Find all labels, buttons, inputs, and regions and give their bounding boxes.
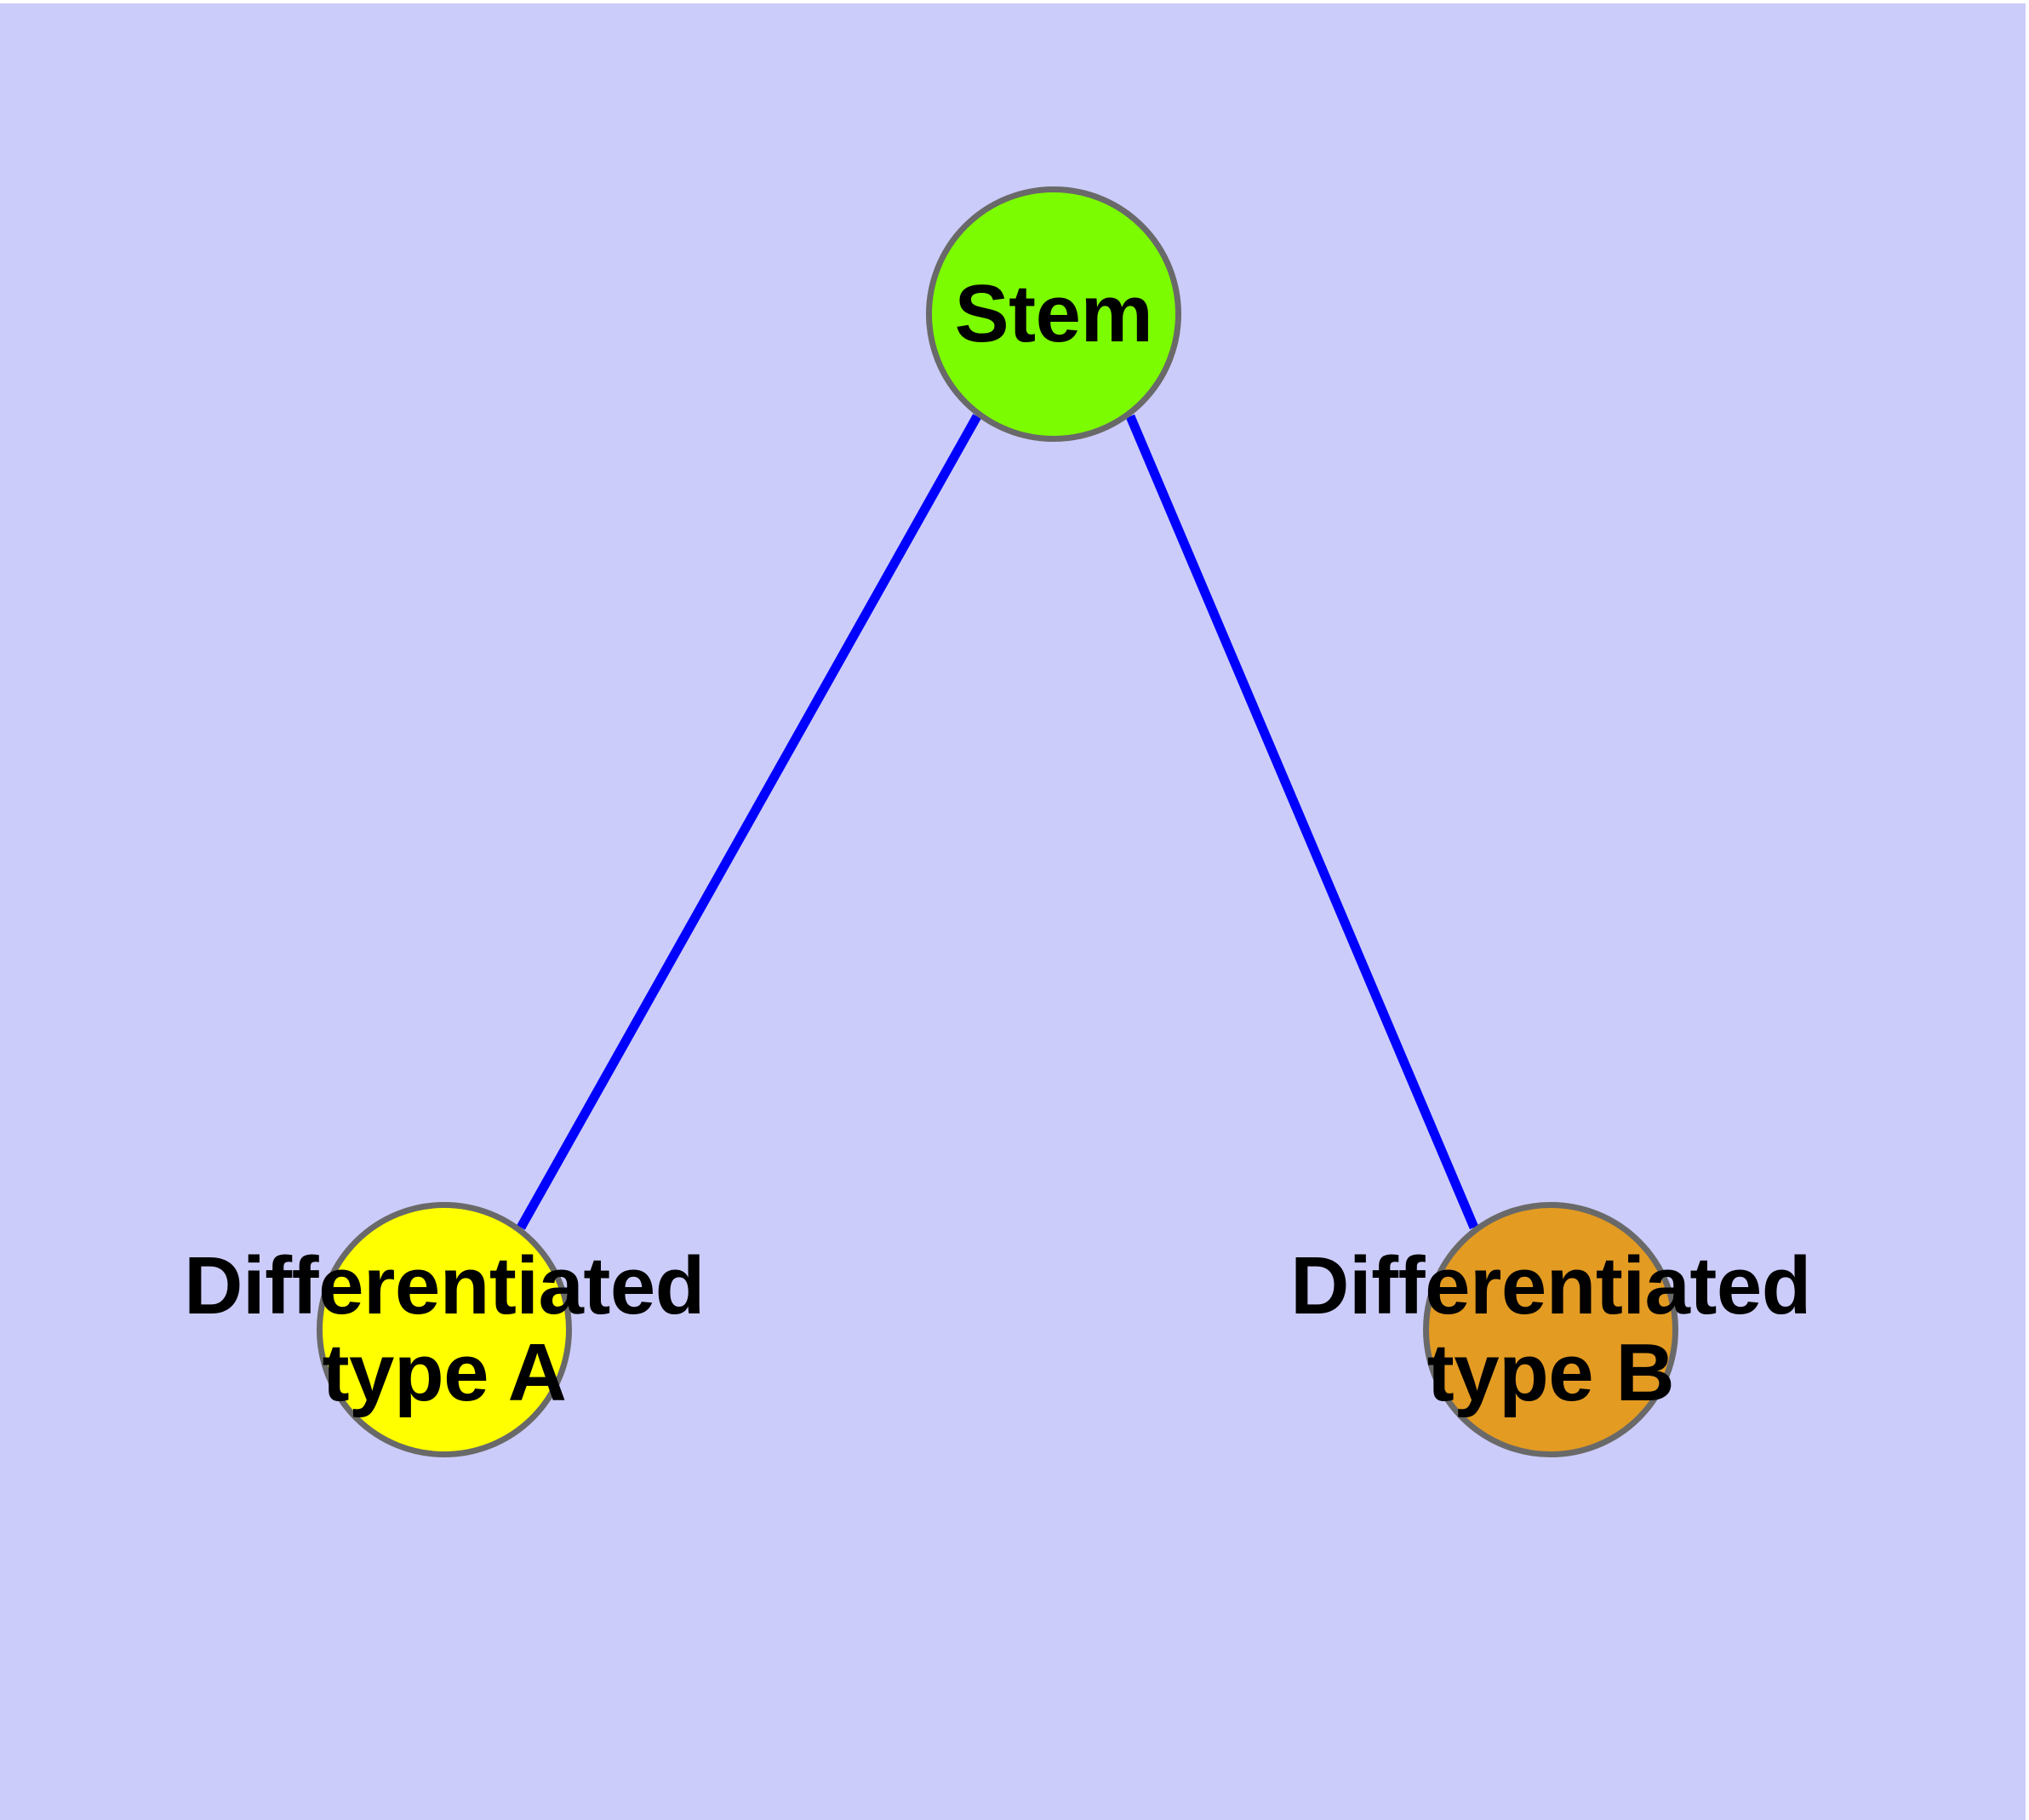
edge-stem-to-differentiated-type-a <box>517 414 981 1230</box>
node-differentiated-type-a[interactable] <box>317 1202 572 1457</box>
node-stem[interactable] <box>926 186 1181 442</box>
node-differentiated-type-b[interactable] <box>1423 1202 1678 1457</box>
edge-stem-to-differentiated-type-b <box>1125 414 1479 1230</box>
